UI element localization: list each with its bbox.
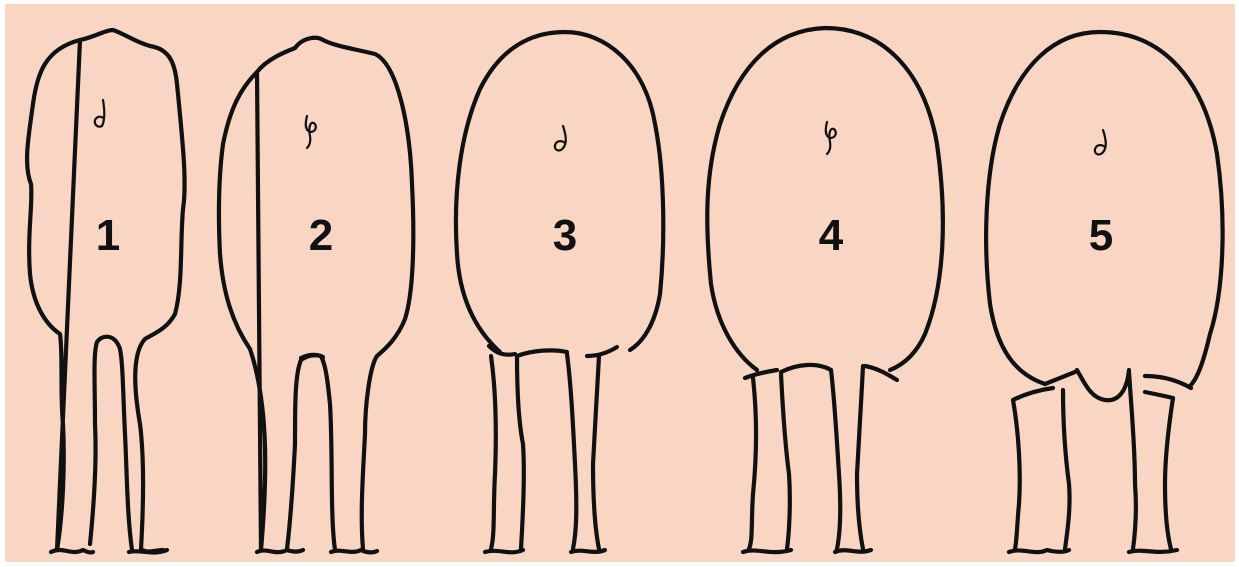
score-label: 1: [96, 211, 120, 260]
figure-4-right-hoof: [835, 550, 871, 552]
diagram-background: [5, 4, 1235, 562]
figure-1-right-hoof: [129, 550, 167, 553]
figure-5-left-hoof: [1009, 550, 1069, 552]
body-condition-diagram: 1 2 3 4: [5, 4, 1235, 562]
score-label: 2: [309, 211, 333, 260]
figure-1-left-hoof: [51, 550, 93, 552]
figure-2-left-hoof: [257, 550, 303, 552]
figure-3-left-hoof: [485, 550, 523, 552]
figure-4-left-hoof: [743, 550, 791, 552]
score-label: 3: [553, 211, 577, 260]
score-label: 5: [1089, 211, 1113, 260]
score-label: 4: [819, 211, 844, 260]
figure-5-right-hoof: [1129, 550, 1177, 552]
diagram-canvas: 1 2 3 4: [5, 4, 1235, 562]
figure-3-right-hoof: [571, 550, 605, 552]
